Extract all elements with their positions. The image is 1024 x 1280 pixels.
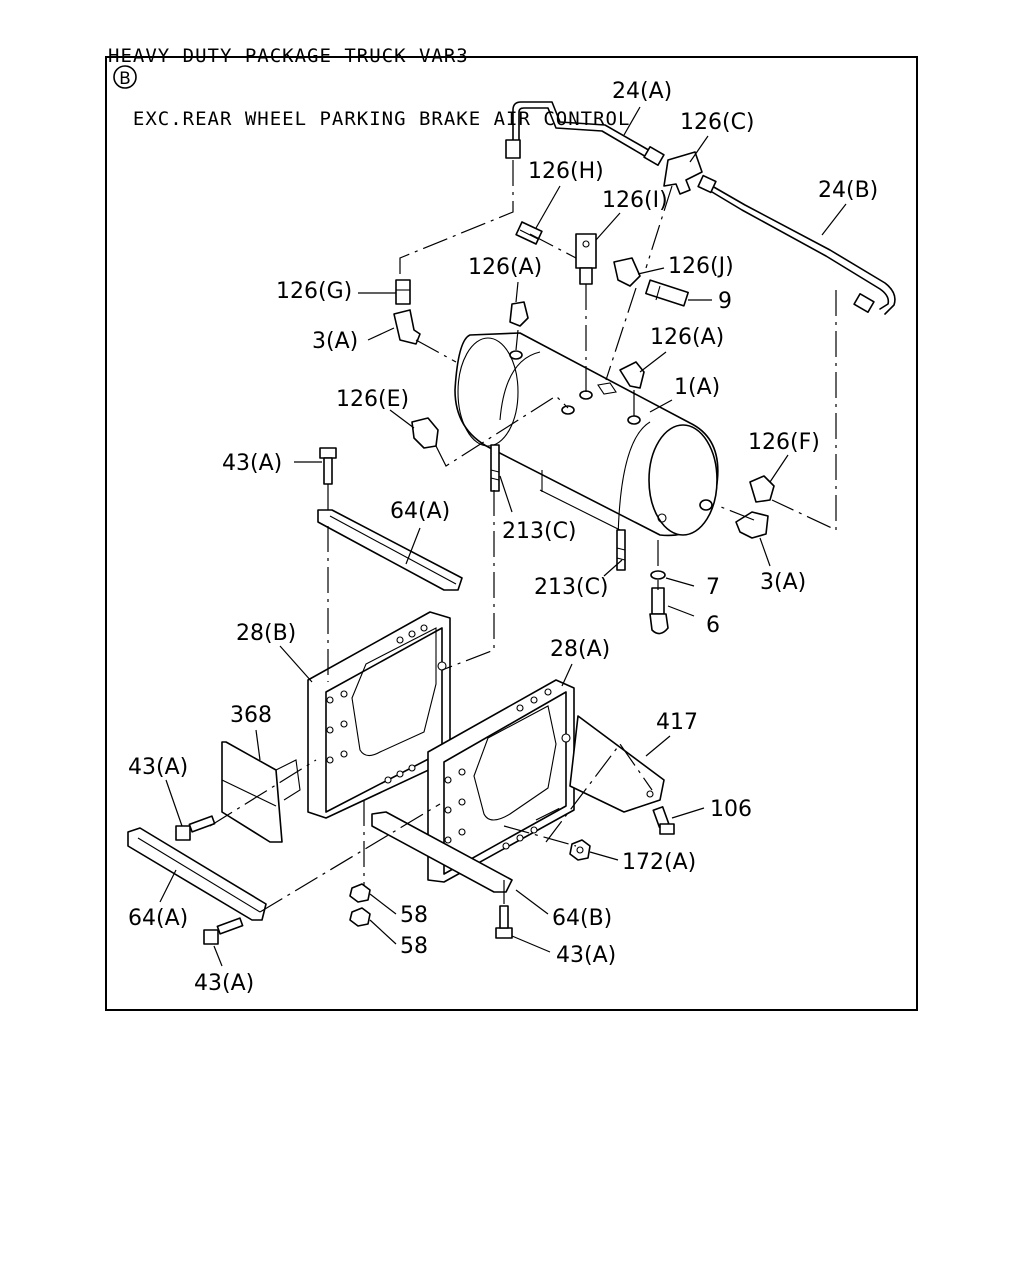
rail-64a-upper xyxy=(317,509,463,591)
label-28a: 28(A) xyxy=(550,637,610,662)
part-labels: 24(A) 126(C) 126(H) 126(I) 24(B) 126(A) … xyxy=(128,79,878,996)
label-64a-upper: 64(A) xyxy=(390,499,450,524)
label-9: 9 xyxy=(718,289,732,314)
label-64a-lower: 64(A) xyxy=(128,906,188,931)
label-24a: 24(A) xyxy=(612,79,672,104)
label-64b: 64(B) xyxy=(552,906,612,931)
nut-58-lower xyxy=(349,907,371,927)
label-126a-mid: 126(A) xyxy=(650,325,724,350)
rail-64a-lower xyxy=(127,827,267,921)
label-43a-lower-left: 43(A) xyxy=(194,971,254,996)
plate-417 xyxy=(569,715,665,813)
label-126g: 126(G) xyxy=(276,279,352,304)
bolt-43a-lower-left xyxy=(203,917,244,945)
label-126j: 126(J) xyxy=(668,254,734,279)
elbow-3a-left xyxy=(393,309,421,345)
fitting-126h xyxy=(515,221,543,245)
plate-368 xyxy=(221,741,301,843)
assembly-center-lines xyxy=(209,160,837,913)
bolt-43a-mid xyxy=(175,815,216,841)
label-28b: 28(B) xyxy=(236,621,296,646)
label-106: 106 xyxy=(710,797,752,822)
label-1a: 1(A) xyxy=(674,375,720,400)
label-126c: 126(C) xyxy=(680,110,755,135)
label-126h: 126(H) xyxy=(528,159,604,184)
fitting-126j xyxy=(613,257,641,287)
label-43a-mid: 43(A) xyxy=(128,755,188,780)
bracket-28a xyxy=(427,679,575,883)
nut-172a xyxy=(569,839,591,861)
label-126i: 126(I) xyxy=(602,188,668,213)
label-213c-upper: 213(C) xyxy=(502,519,577,544)
label-24b: 24(B) xyxy=(818,178,878,203)
strap-bolt-213c-right xyxy=(616,529,626,571)
view-marker: B xyxy=(113,65,137,89)
fitting-126i-block xyxy=(575,233,597,285)
label-58-upper: 58 xyxy=(400,903,428,928)
fitting-126e xyxy=(411,417,439,449)
strap-bolt-213c-left xyxy=(490,444,500,492)
rail-64b xyxy=(371,811,513,893)
fitting-126f xyxy=(749,475,775,503)
nut-58-upper xyxy=(349,883,371,903)
washer-7 xyxy=(650,570,666,580)
part-9-valve xyxy=(645,279,689,307)
label-43a-lower-mid: 43(A) xyxy=(556,943,616,968)
elbow-126a-mid xyxy=(619,361,645,389)
label-6: 6 xyxy=(706,613,720,638)
label-126a-top: 126(A) xyxy=(468,255,542,280)
bolt-43a-top xyxy=(319,447,337,485)
label-368: 368 xyxy=(230,703,272,728)
elbow-126a-top xyxy=(509,301,529,327)
label-43a-top: 43(A) xyxy=(222,451,282,476)
leader-lines xyxy=(159,106,847,967)
bolt-106 xyxy=(652,806,675,835)
view-marker-letter: B xyxy=(119,69,131,89)
header-line-2: EXC.REAR WHEEL PARKING BRAKE AIR CONTROL xyxy=(108,108,631,130)
air-pipe-24a xyxy=(505,101,665,166)
label-417: 417 xyxy=(656,710,698,735)
tee-fitting-126c xyxy=(663,151,717,195)
label-58-lower: 58 xyxy=(400,934,428,959)
fitting-126g xyxy=(395,279,411,305)
label-126f: 126(F) xyxy=(748,430,820,455)
label-213c-lower: 213(C) xyxy=(534,575,609,600)
label-126e: 126(E) xyxy=(336,387,409,412)
bracket-28b xyxy=(307,611,451,819)
air-tank-1a xyxy=(454,332,719,541)
air-pipe-24b xyxy=(711,185,896,315)
label-3a-right: 3(A) xyxy=(760,570,806,595)
label-3a-left: 3(A) xyxy=(312,329,358,354)
elbow-3a-right xyxy=(735,511,769,539)
drain-valve-6 xyxy=(649,587,669,635)
label-7: 7 xyxy=(706,575,720,600)
label-172a: 172(A) xyxy=(622,850,696,875)
diagram-frame xyxy=(105,56,918,1011)
bolt-43a-lower-mid xyxy=(495,905,513,939)
